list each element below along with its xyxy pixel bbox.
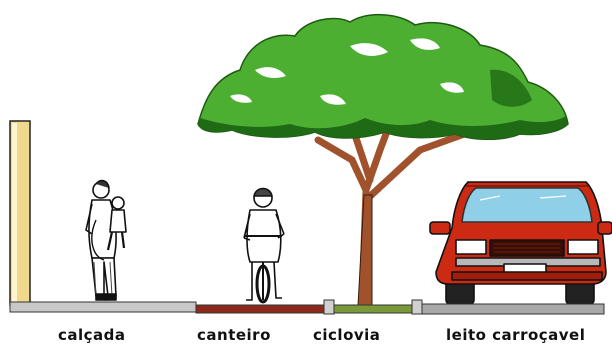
- curb-right: [411, 299, 423, 315]
- median-strip: [195, 304, 325, 314]
- sidewalk-label: calçada: [58, 326, 126, 344]
- bike-lane-strip: [333, 304, 413, 314]
- car-icon: [429, 181, 612, 305]
- road-strip: [421, 303, 605, 315]
- ground-strip: [9, 299, 605, 315]
- pedestrian-with-child-icon: [85, 179, 127, 301]
- bike-lane-label: ciclovia: [313, 326, 381, 344]
- cyclist-icon: [243, 187, 285, 304]
- sidewalk-strip: [9, 301, 197, 313]
- tree-icon: [197, 13, 569, 310]
- wall-icon: [9, 120, 31, 306]
- curb-left: [323, 299, 335, 315]
- roadway-label: leito carroçavel: [446, 326, 586, 344]
- median-label: canteiro: [197, 326, 271, 344]
